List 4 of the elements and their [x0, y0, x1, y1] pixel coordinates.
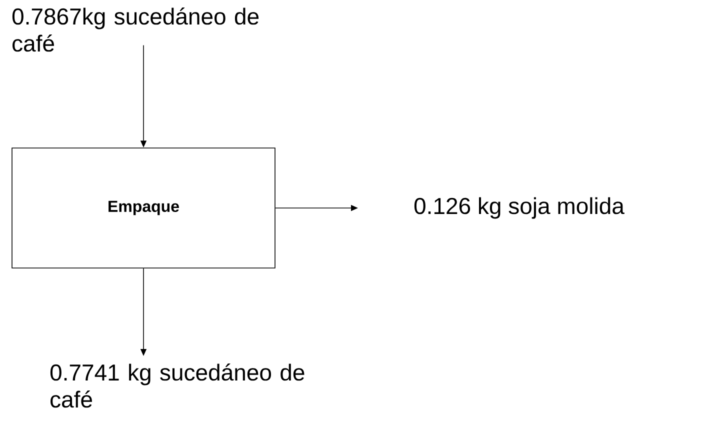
flow-text: 0.7741 kg sucedáneo de café [50, 364, 304, 408]
flow-text: 0.126 kg soja molida [414, 197, 624, 219]
process-box: Empaque [12, 148, 276, 268]
flow-text: 0.7867kg sucedáneo de café [12, 8, 259, 52]
